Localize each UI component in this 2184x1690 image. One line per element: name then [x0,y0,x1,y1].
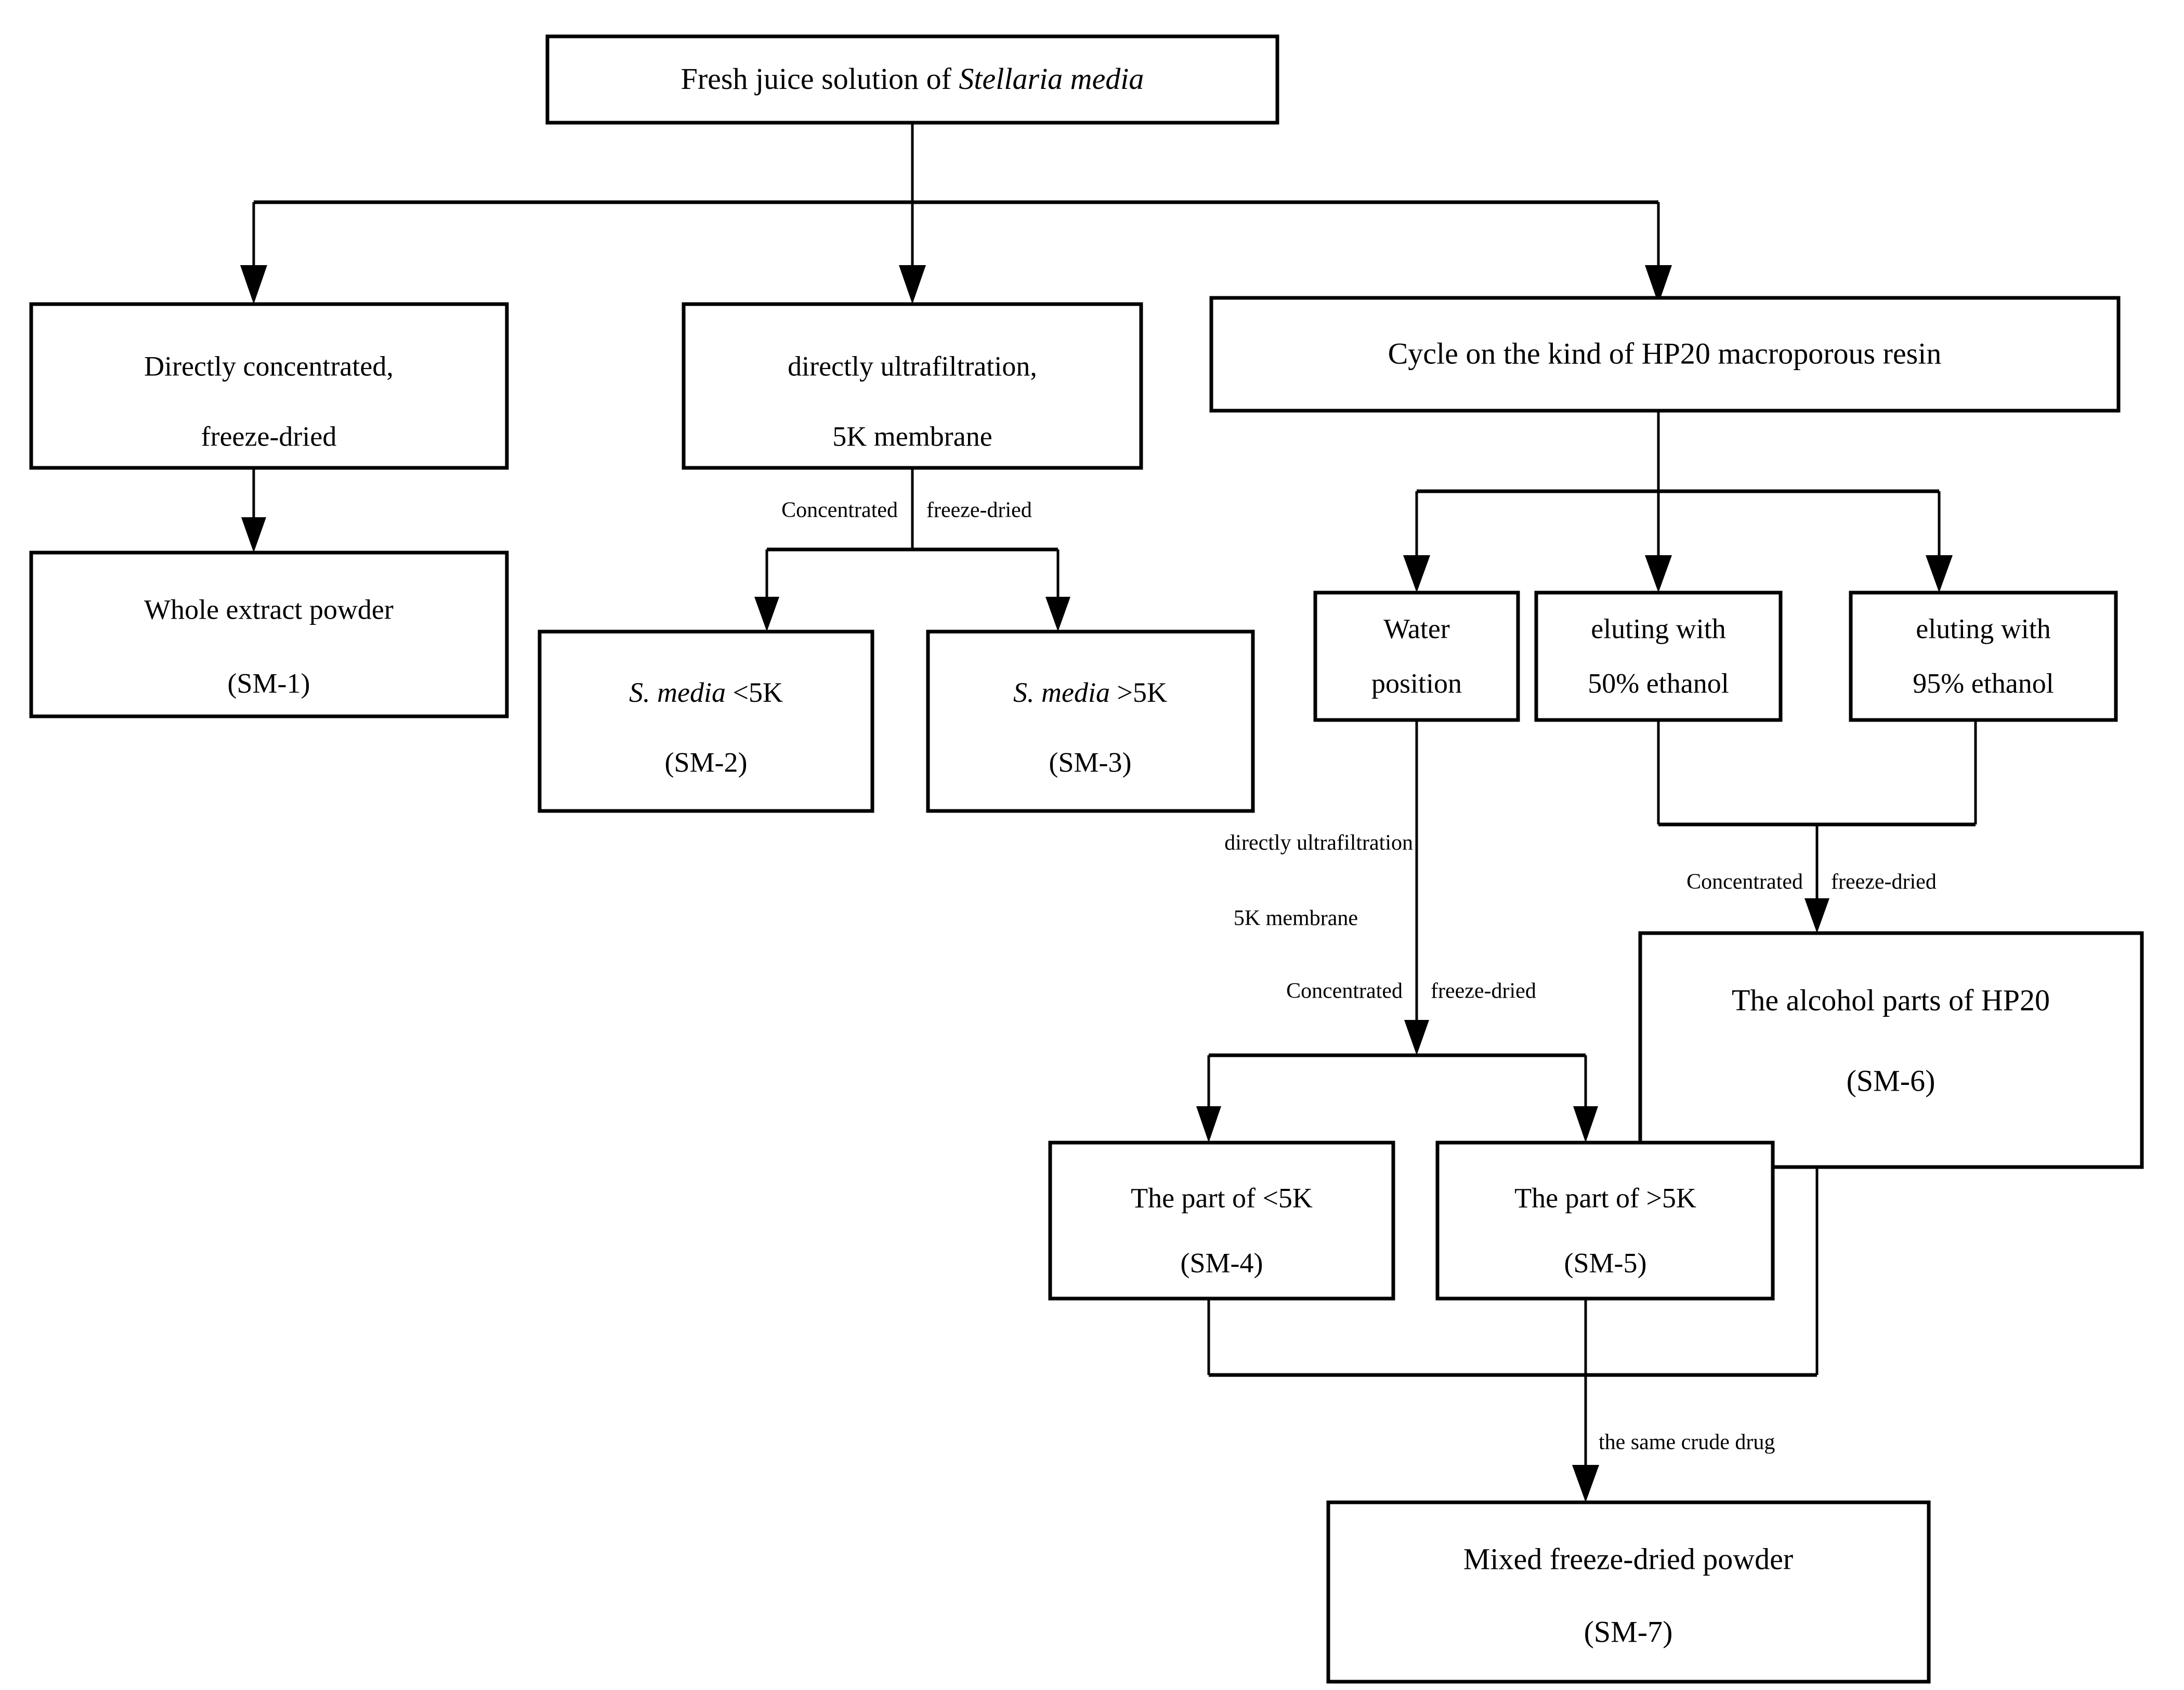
node-eth95-line1: eluting with [1916,613,2050,644]
svg-text:S. media >5K: S. media >5K [1013,677,1167,708]
edge-label-water-ultra-line2: 5K membrane [1234,907,1358,931]
node-water-position[interactable]: Water position [1313,591,1520,722]
edge-ethanol-merge-to-sm6 [1657,720,1977,933]
node-water-line1: Water [1383,613,1450,644]
node-branch2-line1: directly ultrafiltration, [788,350,1037,382]
node-sm2-line2: (SM-2) [665,746,748,778]
node-water-line2: position [1371,667,1462,699]
edge-label-alcohol-concentrated: Concentrated [1686,870,1803,894]
edge-label-water-concentrated: Concentrated [1286,979,1403,1003]
node-directly-concentrated[interactable]: Directly concentrated, freeze-dried [29,302,509,470]
node-sm5-line2: (SM-5) [1564,1247,1647,1278]
node-sm2-cutoff: <5K [733,677,783,708]
node-sm7-line1: Mixed freeze-dried powder [1463,1542,1793,1576]
node-sm4-line1: The part of <5K [1131,1182,1313,1213]
node-sm1-line2: (SM-1) [228,667,310,699]
edge-water-to-sm4-sm5 [1196,720,1598,1143]
node-eluting-50[interactable]: eluting with 50% ethanol [1534,591,1783,722]
node-sm1[interactable]: Whole extract powder (SM-1) [29,551,509,718]
edge-label-water-branch: directly ultrafiltration 5K membrane Con… [1224,831,1536,1003]
node-branch2-line2: 5K membrane [832,421,992,452]
node-sm6[interactable]: The alcohol parts of HP20 (SM-6) [1638,931,2144,1169]
node-sm3-line2: (SM-3) [1049,746,1132,778]
node-sm3-species: S. media [1013,677,1117,708]
node-branch3-line1: Cycle on the kind of HP20 macroporous re… [1388,336,1942,370]
node-sm2[interactable]: S. media <5K (SM-2) [538,630,874,813]
edge-label-water-freezedried: freeze-dried [1431,979,1536,1003]
edge-label-alcohol-branch: Concentrated freeze-dried [1686,870,1937,894]
node-branch1-line2: freeze-dried [201,421,337,452]
node-eluting-95[interactable]: eluting with 95% ethanol [1849,591,2118,722]
edge-label-ultrafiltration: Concentrated freeze-dried [781,499,1032,522]
node-root-prefix: Fresh juice solution of [681,62,959,96]
node-sm3[interactable]: S. media >5K (SM-3) [926,630,1255,813]
svg-text:S. media <5K: S. media <5K [629,677,783,708]
svg-text:Fresh juice solution of Stell: Fresh juice solution of Stellaria media [681,62,1144,96]
node-sm4-line2: (SM-4) [1181,1247,1263,1278]
node-branch1-line1: Directly concentrated, [144,350,394,382]
edge-branch3-to-fractions [1403,411,1953,593]
edge-label-alcohol-freezedried: freeze-dried [1831,870,1937,894]
node-sm7-line2: (SM-7) [1584,1615,1673,1648]
edge-label-crude-drug: the same crude drug [1599,1431,1775,1455]
node-sm2-species: S. media [629,677,733,708]
node-hp20-resin[interactable]: Cycle on the kind of HP20 macroporous re… [1209,296,2121,413]
node-sm4[interactable]: The part of <5K (SM-4) [1048,1141,1395,1301]
edge-merge-to-sm7 [1207,1166,1819,1502]
node-root[interactable]: Fresh juice solution of Stellaria media [545,34,1279,125]
edge-label-ultra-concentrated: Concentrated [781,499,898,522]
node-sm1-line1: Whole extract powder [144,594,394,625]
node-sm6-line1: The alcohol parts of HP20 [1732,983,2050,1017]
edge-label-same-crude-drug: the same crude drug [1599,1431,1775,1455]
node-directly-ultrafiltration[interactable]: directly ultrafiltration, 5K membrane [682,302,1143,470]
edge-label-ultra-freezedried: freeze-dried [926,499,1032,522]
edge-root-to-split [240,123,1672,304]
edge-label-water-ultra-line1: directly ultrafiltration [1224,831,1413,855]
edge-branch2-to-sm2-sm3 [754,468,1070,632]
node-sm5[interactable]: The part of >5K (SM-5) [1435,1141,1775,1301]
node-sm5-line1: The part of >5K [1514,1182,1696,1213]
node-sm6-line2: (SM-6) [1847,1064,1935,1097]
node-eth50-line2: 50% ethanol [1588,667,1729,699]
node-sm3-cutoff: >5K [1117,677,1167,708]
node-root-species: Stellaria media [959,62,1144,96]
node-sm7[interactable]: Mixed freeze-dried powder (SM-7) [1326,1500,1931,1684]
edge-branch1-to-sm1 [241,468,266,553]
node-eth95-line2: 95% ethanol [1913,667,2054,699]
node-eth50-line1: eluting with [1591,613,1725,644]
